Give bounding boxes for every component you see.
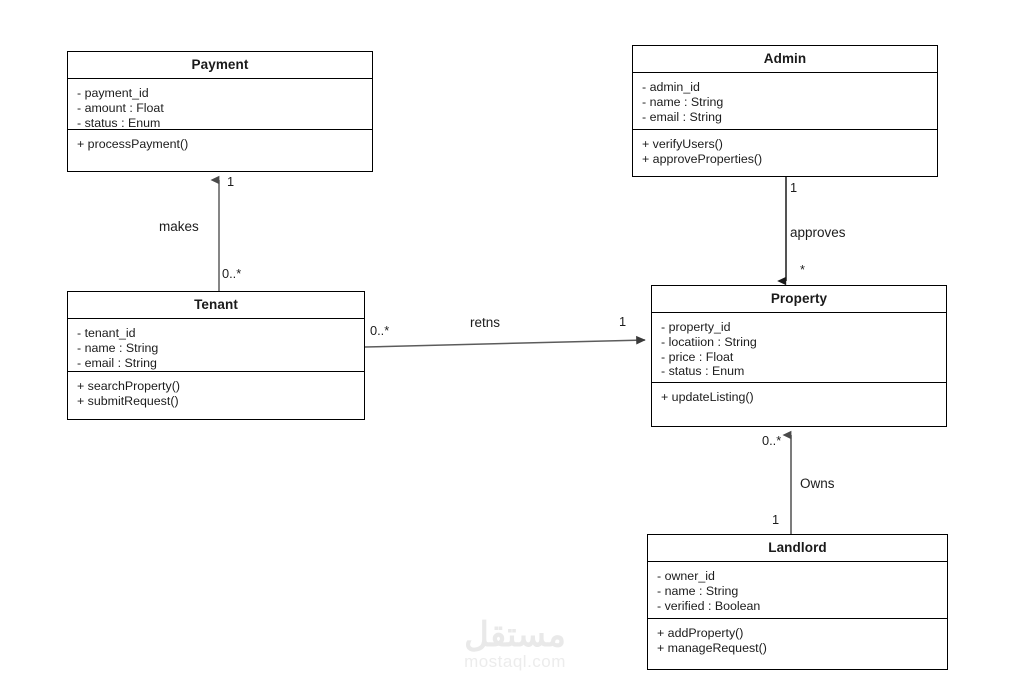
attribute-row: - name : String xyxy=(77,340,159,355)
class-methods-tenant: + searchProperty() + submitRequest() xyxy=(68,372,364,416)
relation-multiplicity-makes-source: 0..* xyxy=(222,266,242,281)
attribute-row: - price : Float xyxy=(661,349,734,364)
method-row: + processPayment() xyxy=(77,137,189,151)
class-title-property: Property xyxy=(652,286,946,313)
relation-multiplicity-retns-source: 0..* xyxy=(370,323,390,338)
method-row: + verifyUsers() xyxy=(642,137,723,151)
method-row: + searchProperty() xyxy=(77,379,180,393)
method-row: + manageRequest() xyxy=(657,640,767,655)
relation-label-retns: retns xyxy=(470,315,501,330)
class-attributes-admin: - admin_id - name : String - email : Str… xyxy=(633,73,937,130)
relation-multiplicity-makes-target: 1 xyxy=(227,174,235,189)
relation-label-makes: makes xyxy=(159,219,199,234)
attribute-row: - locatiion : String xyxy=(661,334,757,349)
attribute-row: - payment_id xyxy=(77,86,149,100)
class-attributes-property: - property_id - locatiion : String - pri… xyxy=(652,313,946,383)
method-row: + submitRequest() xyxy=(77,393,179,408)
class-methods-payment: + processPayment() xyxy=(68,130,372,159)
class-attributes-landlord: - owner_id - name : String - verified : … xyxy=(648,562,947,619)
class-box-payment[interactable]: Payment - payment_id - amount : Float - … xyxy=(67,51,373,172)
watermark-arabic-text: مستقل xyxy=(464,616,566,654)
attribute-row: - email : String xyxy=(77,355,157,370)
class-methods-admin: + verifyUsers() + approveProperties() xyxy=(633,130,937,174)
class-box-property[interactable]: Property - property_id - locatiion : Str… xyxy=(651,285,947,427)
class-box-admin[interactable]: Admin - admin_id - name : String - email… xyxy=(632,45,938,177)
class-title-landlord: Landlord xyxy=(648,535,947,562)
attribute-row: - email : String xyxy=(642,109,722,124)
relation-multiplicity-approves-target: * xyxy=(800,262,805,277)
watermark: مستقل mostaql.com xyxy=(440,618,590,672)
attribute-row: - tenant_id xyxy=(77,326,136,340)
attribute-row: - status : Enum xyxy=(77,115,161,130)
method-row: + updateListing() xyxy=(661,390,754,404)
attribute-row: - owner_id xyxy=(657,569,715,583)
relation-multiplicity-retns-target: 1 xyxy=(619,314,627,329)
attribute-row: - verified : Boolean xyxy=(657,598,761,613)
attribute-row: - name : String xyxy=(642,94,724,109)
class-methods-property: + updateListing() xyxy=(652,383,946,412)
method-row: + approveProperties() xyxy=(642,151,763,166)
method-row: + addProperty() xyxy=(657,626,744,640)
relation-label-approves: approves xyxy=(790,225,846,240)
attribute-row: - property_id xyxy=(661,320,731,334)
attribute-row: - status : Enum xyxy=(661,364,745,379)
attribute-row: - admin_id xyxy=(642,80,700,94)
relation-multiplicity-owns-target: 0..* xyxy=(762,433,782,448)
watermark-latin-text: mostaql.com xyxy=(464,652,566,671)
connector-retns xyxy=(364,335,646,348)
class-title-admin: Admin xyxy=(633,46,937,73)
class-title-payment: Payment xyxy=(68,52,372,79)
attribute-row: - amount : Float xyxy=(77,100,164,115)
relation-label-owns: Owns xyxy=(800,476,835,491)
class-attributes-payment: - payment_id - amount : Float - status :… xyxy=(68,79,372,130)
relation-multiplicity-owns-source: 1 xyxy=(772,512,780,527)
class-methods-landlord: + addProperty() + manageRequest() xyxy=(648,619,947,663)
class-title-tenant: Tenant xyxy=(68,292,364,319)
class-box-landlord[interactable]: Landlord - owner_id - name : String - ve… xyxy=(647,534,948,670)
attribute-row: - name : String xyxy=(657,583,739,598)
relation-multiplicity-approves-source: 1 xyxy=(790,180,798,195)
class-box-tenant[interactable]: Tenant - tenant_id - name : String - ema… xyxy=(67,291,365,420)
class-attributes-tenant: - tenant_id - name : String - email : St… xyxy=(68,319,364,372)
